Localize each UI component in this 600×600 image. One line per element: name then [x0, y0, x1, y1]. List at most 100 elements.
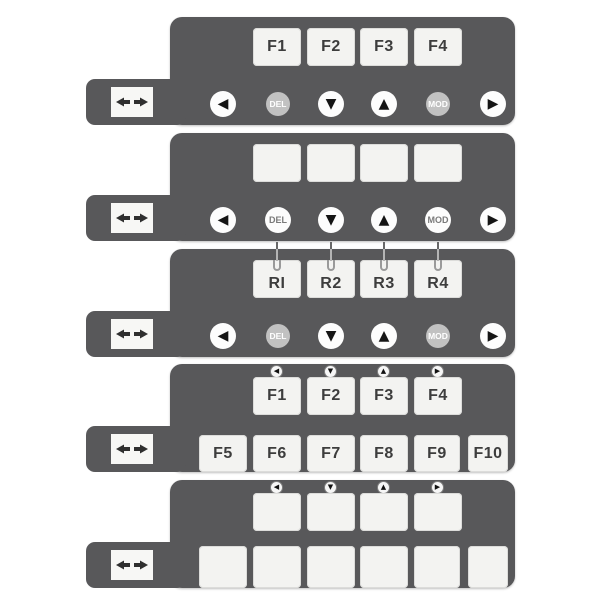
key-label: R4 — [427, 275, 449, 292]
key-r3[interactable]: R3 — [360, 260, 408, 298]
double-arrow-glyph — [116, 560, 148, 570]
alignment-pin-slot — [380, 260, 388, 271]
arrow-right-glyph: ▶ — [434, 367, 441, 375]
arrow-left-glyph: ◀ — [273, 483, 280, 491]
key-blank-6[interactable] — [253, 546, 301, 588]
key-blank-7[interactable] — [307, 546, 355, 588]
key-blank-1[interactable] — [253, 493, 301, 531]
key-label: F1 — [267, 38, 287, 55]
key-label: F8 — [374, 444, 394, 462]
key-r1[interactable]: RI — [253, 260, 301, 298]
del-button[interactable]: DEL — [265, 207, 291, 233]
key-label: R3 — [373, 275, 395, 292]
key-blank-4[interactable] — [414, 144, 462, 182]
key-blank-3[interactable] — [360, 493, 408, 531]
key-f6[interactable]: F6 — [253, 435, 301, 472]
key-blank-5[interactable] — [199, 546, 247, 588]
key-label: F2 — [321, 387, 341, 404]
key-blank-8[interactable] — [360, 546, 408, 588]
arrow-right-glyph: ▶ — [434, 483, 441, 491]
double-arrow-icon — [111, 203, 153, 233]
arrow-left-icon: ◀ — [217, 96, 229, 112]
alignment-pin-line — [383, 249, 385, 261]
double-arrow-glyph — [116, 213, 148, 223]
key-blank-4[interactable] — [414, 493, 462, 531]
key-label: F7 — [321, 444, 341, 462]
arrow-right-icon: ▶ — [487, 212, 499, 228]
key-label: R2 — [320, 275, 342, 292]
arrow-right-button[interactable]: ▶ — [480, 323, 506, 349]
mod-label: MOD — [428, 331, 448, 341]
key-label: F5 — [213, 444, 233, 462]
double-arrow-icon — [111, 87, 153, 117]
key-f2[interactable]: F2 — [307, 377, 355, 415]
arrow-up-glyph: ▲ — [380, 367, 387, 375]
arrow-right-button[interactable]: ▶ — [480, 91, 506, 117]
arrow-down-button[interactable]: ▼ — [318, 323, 344, 349]
mod-button[interactable]: MOD — [425, 207, 451, 233]
key-label: F2 — [321, 38, 341, 55]
key-f3[interactable]: F3 — [360, 28, 408, 66]
arrow-left-hint-icon: ◀ — [270, 481, 283, 494]
key-r2[interactable]: R2 — [307, 260, 355, 298]
key-f2[interactable]: F2 — [307, 28, 355, 66]
key-r4[interactable]: R4 — [414, 260, 462, 298]
arrow-down-glyph: ▼ — [327, 483, 334, 491]
arrow-right-icon: ▶ — [487, 96, 499, 112]
key-label: F3 — [374, 387, 394, 404]
del-label: DEL — [269, 99, 287, 109]
del-button[interactable]: DEL — [266, 92, 290, 116]
key-f8[interactable]: F8 — [360, 435, 408, 472]
arrow-left-button[interactable]: ◀ — [210, 91, 236, 117]
alignment-pin-line — [330, 249, 332, 261]
arrow-right-icon: ▶ — [487, 328, 499, 344]
arrow-down-glyph: ▼ — [327, 367, 334, 375]
key-label: F1 — [267, 387, 287, 404]
key-blank-3[interactable] — [360, 144, 408, 182]
arrow-up-icon: ▲ — [378, 96, 390, 112]
mod-button[interactable]: MOD — [426, 92, 450, 116]
alignment-pin-line — [383, 242, 385, 249]
key-f4[interactable]: F4 — [414, 377, 462, 415]
key-f4[interactable]: F4 — [414, 28, 462, 66]
key-f9[interactable]: F9 — [414, 435, 460, 472]
key-blank-10[interactable] — [468, 546, 508, 588]
arrow-down-button[interactable]: ▼ — [318, 91, 344, 117]
alignment-pin-line — [276, 242, 278, 249]
del-button[interactable]: DEL — [266, 324, 290, 348]
key-f1[interactable]: F1 — [253, 28, 301, 66]
key-f3[interactable]: F3 — [360, 377, 408, 415]
arrow-left-button[interactable]: ◀ — [210, 323, 236, 349]
alignment-pin-slot — [327, 260, 335, 271]
arrow-up-glyph: ▲ — [380, 483, 387, 491]
key-label: F6 — [267, 444, 287, 462]
key-blank-1[interactable] — [253, 144, 301, 182]
key-blank-2[interactable] — [307, 144, 355, 182]
arrow-left-hint-icon: ◀ — [270, 365, 283, 378]
arrow-down-icon: ▼ — [325, 212, 337, 228]
arrow-left-button[interactable]: ◀ — [210, 207, 236, 233]
arrow-up-button[interactable]: ▲ — [371, 207, 397, 233]
key-blank-9[interactable] — [414, 546, 460, 588]
key-f1[interactable]: F1 — [253, 377, 301, 415]
key-f10[interactable]: F10 — [468, 435, 508, 472]
alignment-pin-line — [276, 249, 278, 261]
key-label: F4 — [428, 387, 448, 404]
key-label: F4 — [428, 38, 448, 55]
key-blank-2[interactable] — [307, 493, 355, 531]
arrow-down-button[interactable]: ▼ — [318, 207, 344, 233]
key-label: F9 — [427, 444, 447, 462]
alignment-pin-line — [330, 242, 332, 249]
arrow-up-button[interactable]: ▲ — [371, 323, 397, 349]
key-f5[interactable]: F5 — [199, 435, 247, 472]
arrow-up-button[interactable]: ▲ — [371, 91, 397, 117]
key-f7[interactable]: F7 — [307, 435, 355, 472]
alignment-pin-line — [437, 249, 439, 261]
arrow-left-icon: ◀ — [217, 212, 229, 228]
mod-label: MOD — [428, 99, 448, 109]
del-label: DEL — [269, 215, 287, 225]
mod-button[interactable]: MOD — [426, 324, 450, 348]
arrow-down-hint-icon: ▼ — [324, 365, 337, 378]
arrow-right-button[interactable]: ▶ — [480, 207, 506, 233]
